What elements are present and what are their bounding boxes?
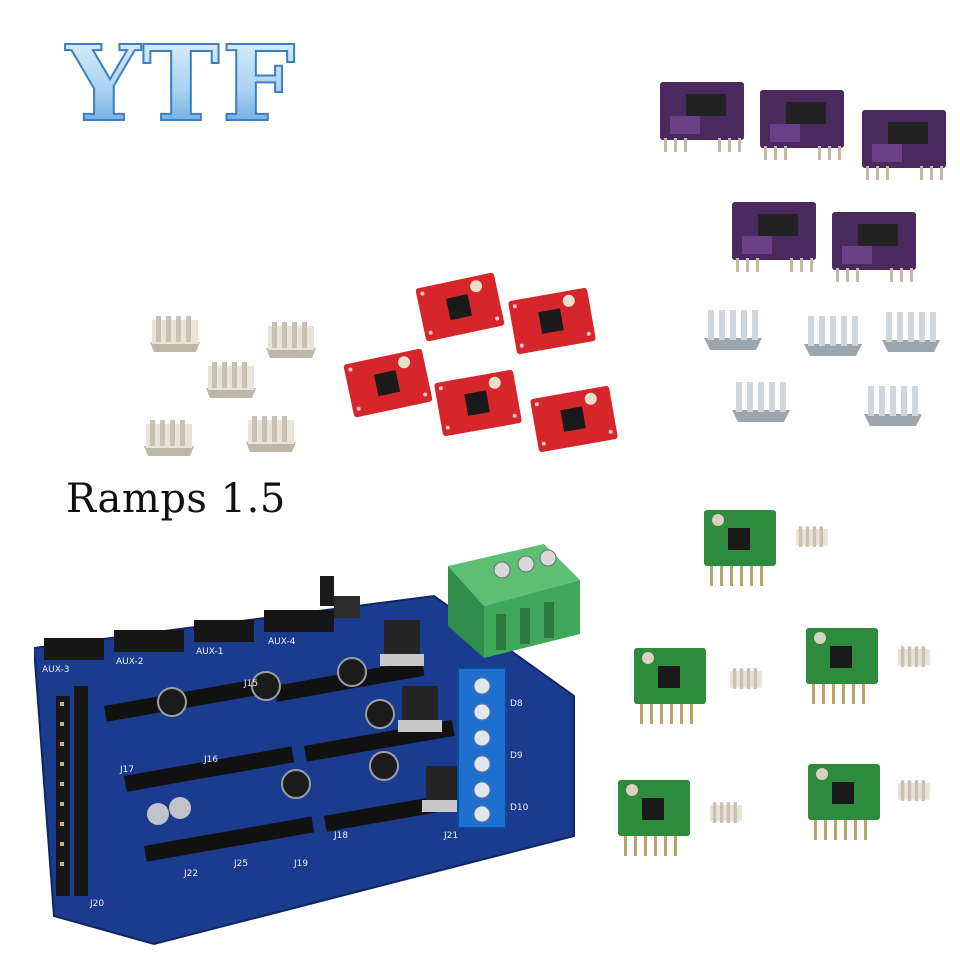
silk-label: D10 bbox=[510, 803, 529, 813]
green-driver-board bbox=[808, 764, 880, 840]
green-driver-board bbox=[704, 510, 776, 586]
power-terminal bbox=[448, 544, 580, 658]
heatsink-icon bbox=[864, 386, 922, 426]
red-driver-board bbox=[508, 287, 596, 355]
purple-driver-board bbox=[732, 202, 816, 272]
silk-label: J22 bbox=[183, 869, 198, 879]
heatsink-icon bbox=[898, 780, 930, 801]
purple-driver-board bbox=[832, 212, 916, 282]
silk-label: J16 bbox=[203, 755, 218, 765]
red-driver-board bbox=[530, 385, 618, 453]
heatsink-icon bbox=[732, 382, 790, 422]
red-driver-board bbox=[343, 348, 433, 418]
heatsink-icon bbox=[206, 362, 256, 398]
red-driver-board bbox=[415, 272, 505, 342]
heatsink-icon bbox=[710, 802, 742, 823]
silk-label: AUX-4 bbox=[268, 637, 296, 647]
heatsink-icon bbox=[144, 420, 194, 456]
green-driver-board bbox=[618, 780, 690, 856]
heatsink-icon bbox=[266, 322, 316, 358]
heatsink-icon bbox=[150, 316, 200, 352]
silk-label: AUX-1 bbox=[196, 647, 223, 657]
silk-label: AUX-2 bbox=[116, 657, 143, 667]
silk-label: J18 bbox=[333, 831, 348, 841]
silk-label: J19 bbox=[293, 859, 308, 869]
heatsink-icon bbox=[804, 316, 862, 356]
heatsink-icon bbox=[882, 312, 940, 352]
silk-label: J15 bbox=[243, 679, 258, 689]
green-driver-board bbox=[634, 648, 706, 724]
purple-driver-board bbox=[660, 82, 744, 152]
silk-label: J25 bbox=[233, 859, 248, 869]
heatsink-icon bbox=[730, 668, 762, 689]
green-driver-board bbox=[806, 628, 878, 704]
product-caption: Ramps 1.5 bbox=[66, 476, 286, 522]
ramps-board: AUX-3 AUX-2 AUX-1 AUX-4 J15 J17 J16 J20 … bbox=[34, 576, 575, 946]
purple-driver-board bbox=[760, 90, 844, 160]
silk-label: D9 bbox=[510, 751, 523, 761]
silk-label: J21 bbox=[443, 831, 458, 841]
logo-text: YTF bbox=[65, 28, 297, 138]
silk-label: D8 bbox=[510, 699, 523, 709]
heatsink-icon bbox=[246, 416, 296, 452]
silk-label: AUX-3 bbox=[42, 665, 69, 675]
red-driver-board bbox=[434, 369, 522, 437]
purple-driver-board bbox=[862, 110, 946, 180]
silk-label: J20 bbox=[89, 899, 104, 909]
heatsink-icon bbox=[898, 646, 930, 667]
ytf-logo: YTF bbox=[64, 28, 297, 138]
silk-label: J17 bbox=[119, 765, 134, 775]
heatsink-icon bbox=[704, 310, 762, 350]
heatsink-icon bbox=[796, 526, 828, 547]
